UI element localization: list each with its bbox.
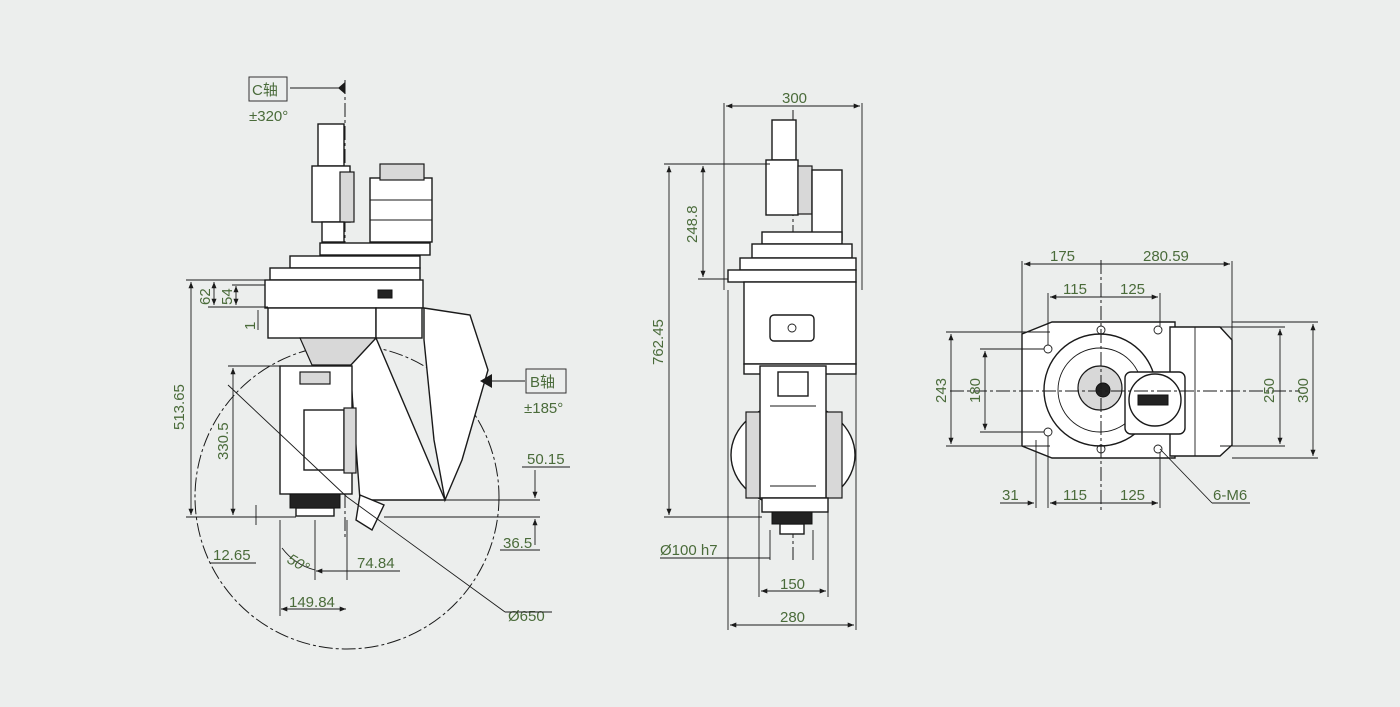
dim-248-8: 248.8	[684, 205, 701, 243]
dim-175: 175	[1050, 248, 1075, 265]
side-view: C轴 ±320° Ø650	[171, 76, 570, 650]
dim-330-5: 330.5	[215, 422, 232, 460]
b-axis-label-box	[525, 368, 567, 394]
dim-dia650: Ø650	[508, 608, 545, 625]
dim-125-top: 125	[1120, 281, 1145, 298]
dim-36-5: 36.5	[503, 535, 532, 552]
c-axis-label-box	[248, 76, 288, 102]
dim-150: 150	[780, 576, 805, 593]
dim-300-top: 300	[1295, 378, 1312, 403]
dim-250: 250	[1261, 378, 1278, 403]
dim-54: 54	[219, 288, 236, 305]
dim-280-59: 280.59	[1143, 248, 1189, 265]
dim-31: 31	[1002, 487, 1019, 504]
b-axis-range: ±185°	[524, 400, 563, 417]
top-view: 175 280.59 115 125 243 180 250 300 31	[933, 248, 1318, 510]
dim-762-45: 762.45	[650, 319, 667, 365]
dim-1: 1	[242, 322, 259, 330]
dim-dia100: Ø100 h7	[660, 542, 718, 559]
dim-115-top: 115	[1063, 281, 1087, 298]
dim-513-65: 513.65	[171, 384, 188, 430]
dim-300-front: 300	[782, 90, 807, 107]
dim-74-84: 74.84	[357, 555, 395, 572]
dim-125-bot: 125	[1120, 487, 1145, 504]
dim-280-front: 280	[780, 609, 805, 626]
dim-243: 243	[933, 378, 950, 403]
c-axis-label: C轴	[252, 82, 278, 99]
dim-62: 62	[197, 288, 214, 305]
b-axis-label: B轴	[530, 374, 555, 391]
dim-180: 180	[967, 378, 984, 403]
dim-115-bot: 115	[1063, 487, 1087, 504]
dim-12-65: 12.65	[213, 547, 251, 564]
c-axis-range: ±320°	[249, 108, 288, 125]
front-view: 300 248.8 762.45 Ø100 h7 150 280	[650, 90, 863, 630]
dim-149-84: 149.84	[289, 594, 335, 611]
dim-50-15: 50.15	[527, 451, 565, 468]
dim-6-m6: 6-M6	[1213, 487, 1247, 504]
